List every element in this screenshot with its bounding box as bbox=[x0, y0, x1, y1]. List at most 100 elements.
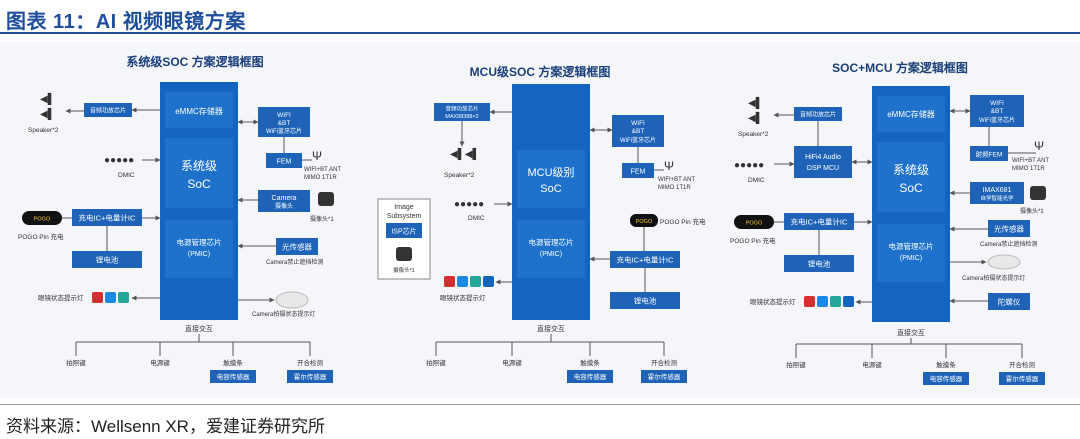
p2-mcu-box bbox=[517, 150, 585, 208]
p1-pmic-box bbox=[165, 220, 233, 278]
p2-isp-panel bbox=[377, 198, 431, 280]
p1-pmic-l2: (PMIC) bbox=[188, 251, 210, 258]
p1-wifi-box bbox=[258, 107, 310, 137]
p1-light-box bbox=[276, 238, 318, 255]
p2-bottom-1: 拍照键 bbox=[426, 358, 446, 367]
p2-speaker-icon: ◀▌◀▌ bbox=[450, 147, 480, 161]
p1-led-blue bbox=[105, 292, 116, 303]
p3-bottom-3: 触摸条 bbox=[936, 360, 956, 369]
p3-hifi-l1: HiFi4 Audio bbox=[805, 154, 841, 161]
p3-wifi-l1: WIFI bbox=[990, 100, 1004, 107]
p3-led-navy bbox=[843, 296, 854, 307]
p1-direct-label: 直接交互 bbox=[185, 324, 213, 333]
p2-isp-t2: Subsystem bbox=[387, 213, 422, 220]
p3-dmic-icon: ●●●●● bbox=[734, 160, 764, 171]
p1-hall-box bbox=[287, 370, 333, 383]
p1-charge-box bbox=[72, 209, 142, 226]
p3-light-box bbox=[988, 220, 1030, 237]
p3-pmic-box bbox=[877, 224, 945, 282]
p2-bottom-2: 电源键 bbox=[502, 358, 522, 367]
p1-wifi-l3: WiFi蓝牙芯片 bbox=[266, 127, 302, 135]
p3-hall-label: 霍尔传感器 bbox=[1006, 374, 1039, 383]
p3-cam-lbl: 摄像头*1 bbox=[1020, 207, 1044, 215]
p2-wifi-box bbox=[612, 115, 664, 147]
p1-camera-box bbox=[258, 190, 310, 212]
p1-dmic-icon: ●●●●● bbox=[104, 155, 134, 166]
p3-hall-box bbox=[999, 372, 1045, 385]
p1-battery-label: 锂电池 bbox=[96, 255, 119, 265]
p3-wifi-l3: WiFi蓝牙芯片 bbox=[979, 116, 1015, 124]
p3-cam-led-label: Camera拍摄状态提示灯 bbox=[962, 274, 1025, 282]
footer-divider bbox=[0, 404, 1080, 405]
p3-wifi-box bbox=[970, 95, 1024, 127]
p1-battery-box bbox=[72, 251, 142, 268]
p3-led-blue bbox=[817, 296, 828, 307]
p1-soc-l2: SoC bbox=[187, 177, 211, 191]
p2-audio-box bbox=[434, 103, 490, 121]
p3-speaker-label: Speaker*2 bbox=[738, 131, 769, 138]
p1-pogo-tag: POGO bbox=[34, 217, 51, 223]
p1-bottom-2: 电源键 bbox=[150, 358, 170, 367]
p1-charge-label: 充电IC+电量计IC bbox=[79, 213, 136, 223]
p2-charge-box bbox=[610, 251, 680, 268]
p3-imax-l2: 自学智能光学 bbox=[980, 194, 1014, 202]
p1-pogo-label: POGO Pin 充电 bbox=[18, 232, 64, 241]
p3-bottom-2: 电源键 bbox=[862, 360, 882, 369]
p1-led-label: 眼镜状态提示灯 bbox=[38, 293, 84, 302]
p3-battery-label: 锂电池 bbox=[808, 259, 831, 269]
p2-pmic-l1: 电源管理芯片 bbox=[529, 237, 574, 247]
p2-pogo-label: POGO Pin 充电 bbox=[660, 217, 706, 226]
p3-soc-box bbox=[877, 142, 945, 212]
p1-soc-box bbox=[165, 138, 233, 208]
p3-emmc-box bbox=[877, 96, 945, 132]
p2-isp-box bbox=[386, 223, 422, 238]
p3-battery-box bbox=[784, 255, 854, 272]
p3-antenna-icon: Ψ bbox=[1034, 139, 1044, 153]
p2-isp-label: ISP芯片 bbox=[391, 227, 416, 236]
p1-cam-led-icon bbox=[275, 291, 309, 309]
p3-pogo-label: POGO Pin 充电 bbox=[730, 236, 776, 245]
p1-light-label: 光传感器 bbox=[282, 242, 312, 252]
p3-ant-l1: WIFI+BT ANT bbox=[1012, 158, 1049, 164]
p2-isp-cam-label: 摄像头*1 bbox=[393, 266, 415, 274]
p1-emmc-box bbox=[165, 92, 233, 128]
p2-cap-box bbox=[567, 370, 613, 383]
p1-bottom-3: 触摸条 bbox=[223, 358, 243, 367]
p3-wifi-l2: &BT bbox=[991, 108, 1004, 115]
p1-fem-label: FEM bbox=[277, 159, 292, 166]
p2-audio-l2: MAX98388×2 bbox=[445, 114, 478, 120]
p1-hall-label: 霍尔传感器 bbox=[294, 372, 327, 381]
p1-cap-label: 电容传感器 bbox=[217, 372, 250, 381]
p2-isp-t1: Image bbox=[394, 204, 414, 211]
p1-emmc-label: eMMC存储器 bbox=[175, 106, 223, 116]
p3-ant-l2: MIMO 1T1R bbox=[1012, 166, 1045, 172]
source-note: 资料来源：Wellsenn XR，爱建证券研究所 bbox=[6, 417, 325, 436]
p1-fem-box bbox=[266, 153, 302, 168]
p2-charge-label: 充电IC+电量计IC bbox=[617, 255, 674, 265]
p3-emmc-label: eMMC存储器 bbox=[887, 109, 935, 119]
p1-bottom-4: 开合检测 bbox=[297, 358, 324, 367]
p1-camera-l1: Camera bbox=[272, 195, 297, 202]
p2-audio-l1: 音频功放芯片 bbox=[445, 105, 478, 113]
p1-wifi-l2: &BT bbox=[278, 120, 291, 127]
p2-led-label: 眼镜状态提示灯 bbox=[440, 293, 486, 302]
p2-hall-box bbox=[641, 370, 687, 383]
p2-wifi-l3: WiFi蓝牙芯片 bbox=[620, 136, 656, 144]
p2-pogo-icon bbox=[630, 214, 658, 227]
p3-cam-led-icon bbox=[987, 254, 1021, 270]
p3-cap-label: 电容传感器 bbox=[930, 374, 963, 383]
p3-soc-l2: SoC bbox=[899, 181, 923, 195]
p3-bottom-4: 开合检测 bbox=[1009, 360, 1036, 369]
p2-led-teal bbox=[470, 276, 481, 287]
p3-dmic-label: DMIC bbox=[748, 177, 765, 184]
p3-fem-label: 射频FEM bbox=[976, 150, 1003, 159]
p2-bottom-4: 开合检测 bbox=[651, 358, 678, 367]
p3-led-red bbox=[804, 296, 815, 307]
p3-title: SOC+MCU 方案逻辑框图 bbox=[832, 60, 968, 75]
p2-ant-l1: WIFI+BT ANT bbox=[658, 177, 695, 183]
p3-bottom-1: 拍照键 bbox=[786, 360, 806, 369]
p1-led-teal bbox=[118, 292, 129, 303]
p2-pmic-l2: (PMIC) bbox=[540, 251, 562, 258]
p2-led-red bbox=[444, 276, 455, 287]
p2-direct-label: 直接交互 bbox=[537, 324, 565, 333]
